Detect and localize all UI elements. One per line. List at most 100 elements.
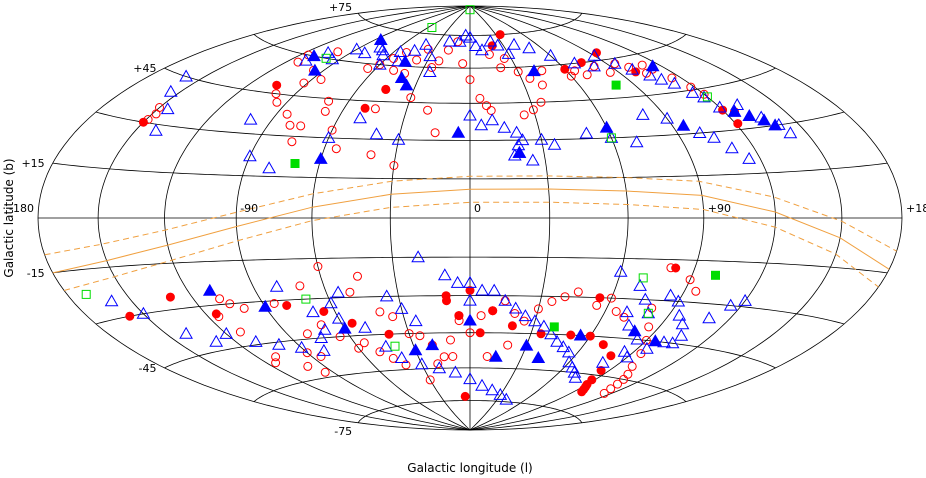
parallel-line <box>52 256 888 274</box>
open-circle-marker <box>423 105 433 115</box>
open-triangle-marker <box>485 113 500 126</box>
y-tick-label: -75 <box>334 425 352 438</box>
filled-triangle-marker <box>408 343 423 356</box>
open-circle-marker <box>533 304 543 314</box>
open-triangle-marker <box>660 111 674 124</box>
filled-triangle-marker <box>531 350 546 363</box>
open-square-marker <box>606 133 616 143</box>
open-circle-marker <box>623 369 633 379</box>
open-circle-marker <box>151 109 161 119</box>
open-triangle-marker <box>243 112 258 125</box>
open-triangle-marker <box>544 327 558 340</box>
open-circle-marker <box>613 379 622 389</box>
filled-circle-marker <box>360 103 370 113</box>
open-triangle-marker <box>738 293 752 306</box>
open-triangle-marker <box>314 330 329 343</box>
filled-triangle-marker <box>599 120 614 133</box>
open-circle-marker <box>303 361 313 371</box>
filled-triangle-marker <box>512 145 527 158</box>
open-square-marker <box>643 308 653 318</box>
open-triangle-marker <box>391 54 406 67</box>
open-triangle-marker <box>419 37 433 50</box>
open-triangle-marker <box>507 37 521 50</box>
open-triangle-marker <box>372 57 387 70</box>
filled-triangle-marker <box>258 299 273 312</box>
open-circle-marker <box>353 271 362 281</box>
filled-triangle-marker <box>727 104 742 117</box>
open-circle-marker <box>354 343 364 353</box>
open-circle-marker <box>566 71 576 81</box>
open-circle-marker <box>500 296 510 306</box>
open-triangle-marker <box>475 378 489 391</box>
filled-triangle-marker <box>337 321 352 334</box>
open-triangle-marker <box>537 319 551 332</box>
open-circle-marker <box>582 70 592 80</box>
open-circle-marker <box>313 262 323 271</box>
open-circle-marker <box>537 80 547 90</box>
open-circle-marker <box>699 89 709 99</box>
open-triangle-marker <box>423 49 438 62</box>
open-triangle-marker <box>725 141 739 154</box>
open-circle-marker <box>285 120 295 130</box>
open-square-marker <box>321 53 331 63</box>
filled-triangle-marker <box>757 113 771 126</box>
open-triangle-marker <box>712 100 727 113</box>
x-tick-label: +90 <box>708 202 731 215</box>
filled-triangle-marker <box>648 334 663 347</box>
open-triangle-marker <box>620 350 634 363</box>
open-triangle-marker <box>487 283 502 296</box>
open-triangle-marker <box>499 392 514 405</box>
open-circle-marker <box>610 59 620 69</box>
open-circle-marker <box>295 281 305 291</box>
open-circle-marker <box>691 286 701 296</box>
open-triangle-marker <box>463 108 477 121</box>
open-square-marker <box>390 341 400 351</box>
open-circle-marker <box>287 137 297 147</box>
open-triangle-marker <box>376 48 390 61</box>
open-circle-marker <box>448 352 458 361</box>
open-circle-marker <box>375 347 385 357</box>
open-circle-marker <box>269 299 279 308</box>
open-circle-marker <box>302 329 312 339</box>
open-triangle-marker <box>468 38 483 51</box>
parallel-line <box>357 400 583 423</box>
open-triangle-marker <box>394 301 409 314</box>
open-triangle-marker <box>509 125 524 138</box>
open-circle-marker <box>475 93 485 103</box>
filled-circle-marker <box>733 119 743 129</box>
open-circle-marker <box>637 60 647 70</box>
open-triangle-marker <box>490 38 505 51</box>
open-circle-marker <box>296 121 306 131</box>
open-triangle-marker <box>163 84 178 97</box>
open-circle-marker <box>388 312 398 322</box>
filled-circle-marker <box>138 117 148 127</box>
open-circle-marker <box>415 331 425 341</box>
open-triangle-marker <box>149 123 163 136</box>
open-circle-marker <box>272 97 282 107</box>
open-circle-marker <box>606 293 616 303</box>
filled-circle-marker <box>560 64 570 74</box>
open-triangle-marker <box>325 52 340 65</box>
open-triangle-marker <box>629 135 644 148</box>
filled-triangle-marker <box>307 49 321 62</box>
open-circle-marker <box>363 64 373 73</box>
open-triangle-marker <box>508 301 523 314</box>
open-triangle-marker <box>160 102 175 115</box>
open-triangle-marker <box>349 42 364 55</box>
filled-circle-marker <box>475 328 485 338</box>
filled-triangle-marker <box>676 118 691 131</box>
x-axis-title: Galactic longitude (l) <box>407 461 532 475</box>
open-circle-marker <box>430 128 440 138</box>
open-triangle-marker <box>248 334 263 347</box>
tick-labels: -180-900+90+180+75+45+15-15-45-75 <box>9 1 926 438</box>
filled-triangle-marker <box>463 313 477 326</box>
open-triangle-marker <box>358 320 372 333</box>
filled-triangle-marker <box>573 328 588 341</box>
open-triangle-marker <box>353 111 367 124</box>
filled-circle-marker <box>598 340 608 350</box>
filled-circle-marker <box>381 84 391 94</box>
open-circle-marker <box>686 82 696 92</box>
open-circle-marker <box>560 292 570 302</box>
open-triangle-marker <box>567 56 582 69</box>
open-circle-marker <box>375 307 385 317</box>
